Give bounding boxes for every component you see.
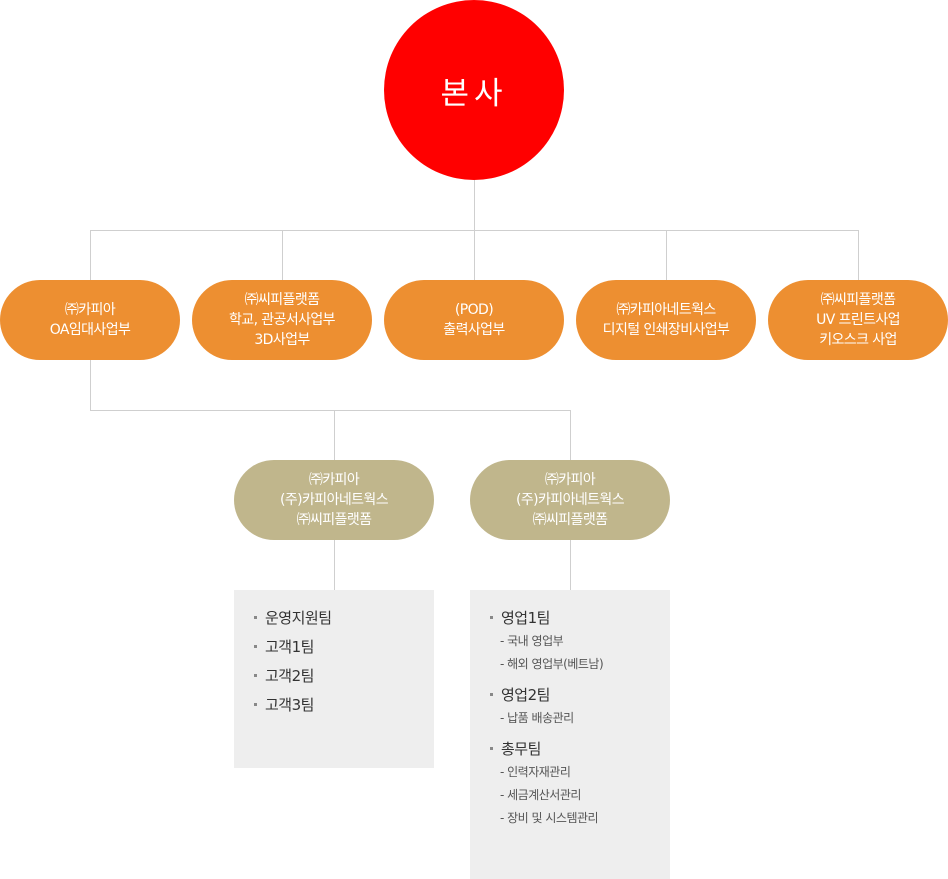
- connector-joint-1: [334, 410, 335, 460]
- team-sub-item: - 해외 영업부(베트남): [500, 657, 604, 671]
- team-item: 고객1팀: [252, 636, 434, 657]
- connector-division-5: [858, 230, 859, 280]
- connector-joint-1-box: [334, 540, 335, 590]
- division-line: ㈜씨피플랫폼: [820, 292, 896, 308]
- team-item: 영업1팀: [488, 607, 670, 628]
- connector-root-down: [474, 180, 475, 230]
- division-line: ㈜씨피플랫폼: [244, 292, 320, 308]
- division-line: 3D사업부: [254, 332, 310, 348]
- division-line: ㈜카피아: [64, 302, 116, 318]
- division-line: 키오스크 사업: [819, 332, 897, 348]
- division-line: ㈜카피아네트웍스: [616, 302, 716, 318]
- root-label: 본사: [440, 75, 508, 112]
- connector-joint-2-box: [570, 540, 571, 590]
- team-item: 영업2팀: [488, 684, 670, 705]
- root-node: 본사: [384, 0, 564, 180]
- division-line: 디지털 인쇄장비사업부: [602, 322, 730, 338]
- division-node-1: ㈜카피아 OA임대사업부: [0, 280, 180, 360]
- connector-division-3: [474, 230, 475, 280]
- connector-division-2: [282, 230, 283, 280]
- joint-unit-line: ㈜씨피플랫폼: [532, 512, 608, 528]
- connector-joint-horizontal: [90, 410, 571, 411]
- team-sub-item: - 세금계산서관리: [500, 788, 581, 802]
- joint-unit-line: ㈜씨피플랫폼: [296, 512, 372, 528]
- joint-unit-line: ㈜카피아: [308, 472, 360, 488]
- joint-unit-line: (주)카피아네트웍스: [516, 492, 625, 508]
- division-node-2: ㈜씨피플랫폼 학교, 관공서사업부 3D사업부: [192, 280, 372, 360]
- division-line: OA임대사업부: [49, 322, 131, 338]
- team-sub-item: - 납품 배송관리: [500, 711, 574, 725]
- team-list-box-1: 운영지원팀 고객1팀 고객2팀 고객3팀: [234, 590, 434, 768]
- division-line: 학교, 관공서사업부: [229, 312, 336, 328]
- team-item: 운영지원팀: [252, 607, 434, 628]
- team-item: 고객2팀: [252, 665, 434, 686]
- team-item: 고객3팀: [252, 694, 434, 715]
- joint-unit-line: (주)카피아네트웍스: [280, 492, 389, 508]
- division-line: UV 프린트사업: [816, 312, 900, 328]
- team-sub-item: - 국내 영업부: [500, 634, 564, 648]
- team-list-box-2: 영업1팀 - 국내 영업부 - 해외 영업부(베트남) 영업2팀 - 납품 배송…: [470, 590, 670, 879]
- connector-division-1-down: [90, 360, 91, 410]
- joint-unit-node-1: ㈜카피아 (주)카피아네트웍스 ㈜씨피플랫폼: [234, 460, 434, 540]
- joint-unit-node-2: ㈜카피아 (주)카피아네트웍스 ㈜씨피플랫폼: [470, 460, 670, 540]
- connector-division-4: [666, 230, 667, 280]
- connector-division-1: [90, 230, 91, 280]
- division-line: 출력사업부: [443, 322, 505, 338]
- team-item: 총무팀: [488, 738, 670, 759]
- division-node-3: (POD) 출력사업부: [384, 280, 564, 360]
- team-sub-item: - 장비 및 시스템관리: [500, 811, 599, 825]
- joint-unit-line: ㈜카피아: [544, 472, 596, 488]
- division-line: (POD): [454, 302, 494, 318]
- division-node-4: ㈜카피아네트웍스 디지털 인쇄장비사업부: [576, 280, 756, 360]
- division-node-5: ㈜씨피플랫폼 UV 프린트사업 키오스크 사업: [768, 280, 948, 360]
- connector-joint-2: [570, 410, 571, 460]
- team-sub-item: - 인력자재관리: [500, 765, 571, 779]
